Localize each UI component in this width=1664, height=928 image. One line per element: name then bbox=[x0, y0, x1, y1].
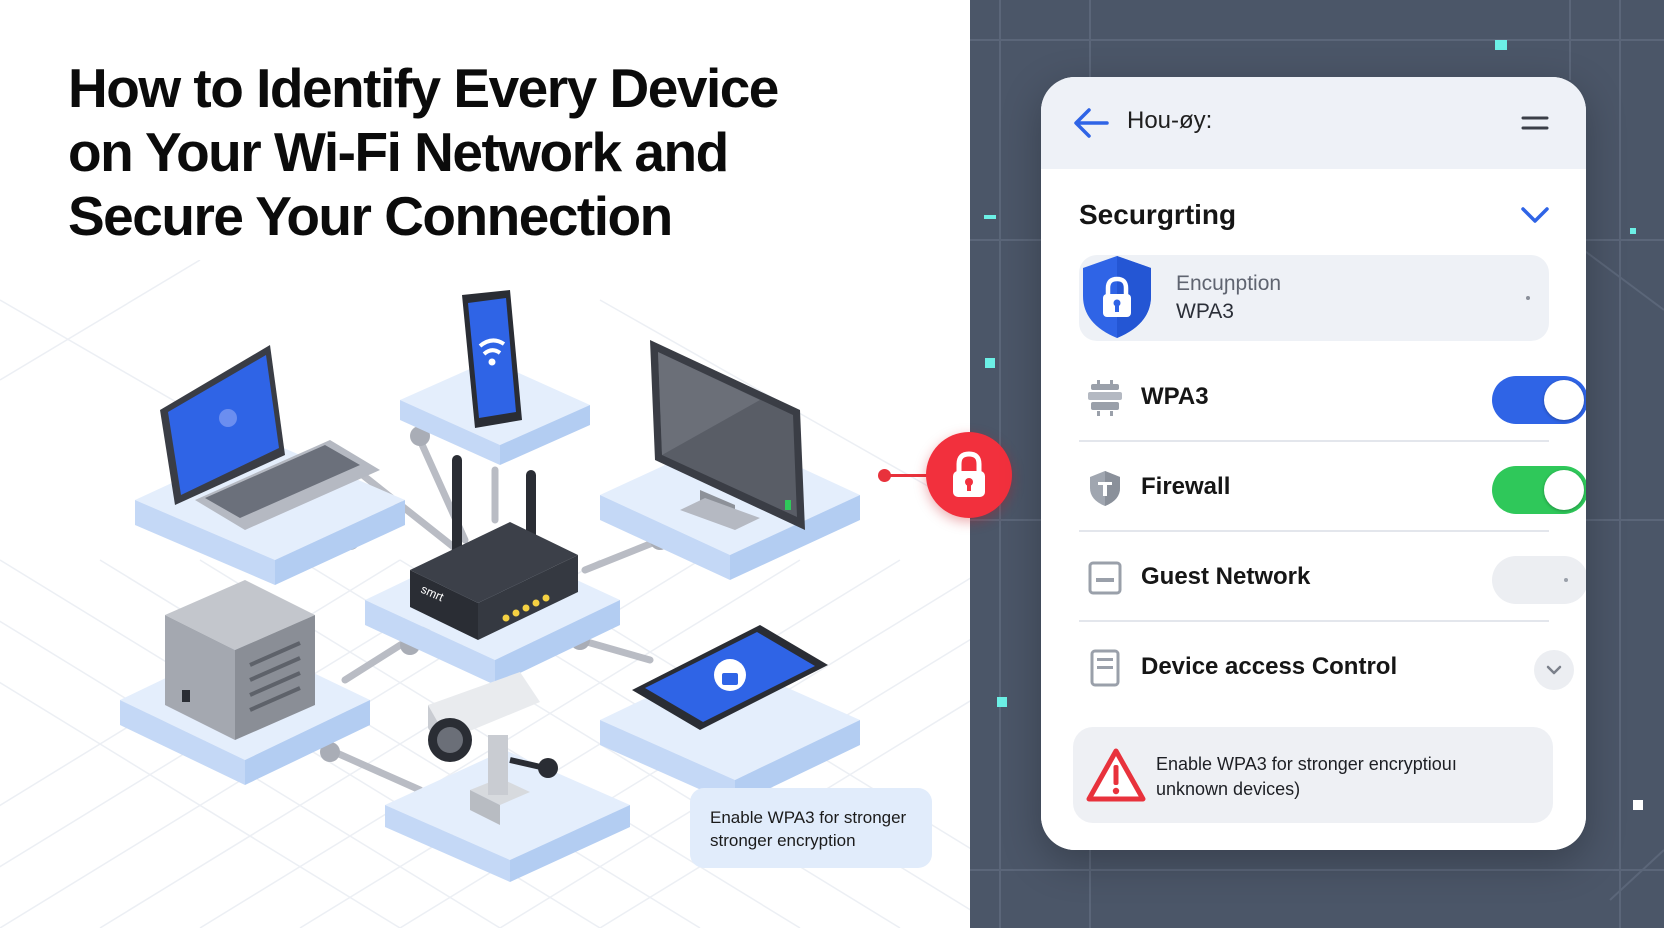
app-title: Hou-øy: bbox=[1127, 107, 1213, 134]
tablet-device bbox=[632, 625, 828, 730]
security-badge bbox=[926, 432, 1012, 518]
tip-line: stronger encryption bbox=[710, 831, 856, 850]
alert-line: Enable WPA3 for stronger encryptiouı bbox=[1156, 754, 1457, 774]
setting-row-wpa3[interactable]: WPA3 bbox=[1079, 352, 1586, 442]
setting-label: WPA3 bbox=[1141, 383, 1209, 410]
headline-line: on Your Wi-Fi Network and bbox=[68, 121, 729, 183]
headline-line: How to Identify Every Device bbox=[68, 57, 779, 119]
security-alert bbox=[1073, 727, 1553, 823]
setting-label: Firewall bbox=[1141, 473, 1231, 500]
section-title: Securgrting bbox=[1079, 199, 1237, 230]
security-camera-device bbox=[428, 672, 558, 825]
lock-connector-dot bbox=[878, 469, 891, 482]
arrow-left-icon[interactable] bbox=[1073, 107, 1109, 139]
setting-row-firewall[interactable]: Firewall bbox=[1079, 442, 1586, 532]
laptop-device bbox=[160, 345, 380, 530]
encryption-card[interactable] bbox=[1079, 255, 1549, 341]
setting-label: Guest Network bbox=[1141, 563, 1311, 590]
headline-line: Secure Your Connection bbox=[68, 185, 673, 247]
shield-lock-icon bbox=[1083, 256, 1151, 338]
router-device: smrt bbox=[410, 455, 578, 640]
router-icon bbox=[1088, 380, 1122, 416]
device-list-icon bbox=[1090, 649, 1120, 687]
toggle-knob bbox=[1544, 380, 1584, 420]
padlock-icon bbox=[953, 451, 985, 497]
alert-message: Enable WPA3 for stronger encryptiouı unk… bbox=[1156, 752, 1457, 802]
setting-label: Device access Control bbox=[1141, 653, 1398, 680]
toggle-indicator bbox=[1564, 578, 1568, 582]
guest-network-toggle[interactable] bbox=[1492, 556, 1586, 604]
warning-triangle-icon bbox=[1086, 748, 1146, 802]
chevron-down-icon bbox=[1546, 665, 1562, 675]
platform-camera bbox=[385, 750, 630, 882]
security-app-panel: Hou-øy: Securgrting Encuɲption WPA3 WPA3 bbox=[1041, 77, 1586, 850]
alert-line: unknown devices) bbox=[1156, 779, 1301, 799]
article-headline: How to Identify Every Device on Your Wi-… bbox=[68, 56, 928, 248]
article-side: How to Identify Every Device on Your Wi-… bbox=[0, 56, 970, 928]
firewall-shield-icon bbox=[1090, 471, 1120, 506]
setting-row-device-access-control[interactable]: Device access Control bbox=[1079, 622, 1574, 712]
network-illustration: smrt bbox=[120, 290, 860, 882]
encryption-value: WPA3 bbox=[1176, 300, 1234, 323]
guest-network-icon bbox=[1088, 561, 1122, 595]
server-device bbox=[165, 580, 315, 740]
tip-bubble: Enable WPA3 for stronger stronger encryp… bbox=[690, 788, 932, 868]
hamburger-menu-icon[interactable] bbox=[1521, 113, 1549, 133]
encryption-indicator bbox=[1526, 296, 1530, 300]
chevron-down-icon[interactable] bbox=[1519, 203, 1551, 227]
monitor-device bbox=[650, 340, 805, 530]
setting-row-guest-network[interactable]: Guest Network bbox=[1079, 532, 1586, 622]
tip-line: Enable WPA3 for stronger bbox=[710, 808, 907, 827]
toggle-knob bbox=[1544, 470, 1584, 510]
app-header bbox=[1041, 77, 1586, 169]
smartphone-device bbox=[462, 290, 522, 428]
lock-connector-line bbox=[882, 474, 928, 477]
firewall-toggle[interactable] bbox=[1492, 466, 1586, 514]
wpa3-toggle[interactable] bbox=[1492, 376, 1586, 424]
encryption-label: Encuɲption bbox=[1176, 272, 1282, 295]
expand-button[interactable] bbox=[1534, 650, 1574, 690]
